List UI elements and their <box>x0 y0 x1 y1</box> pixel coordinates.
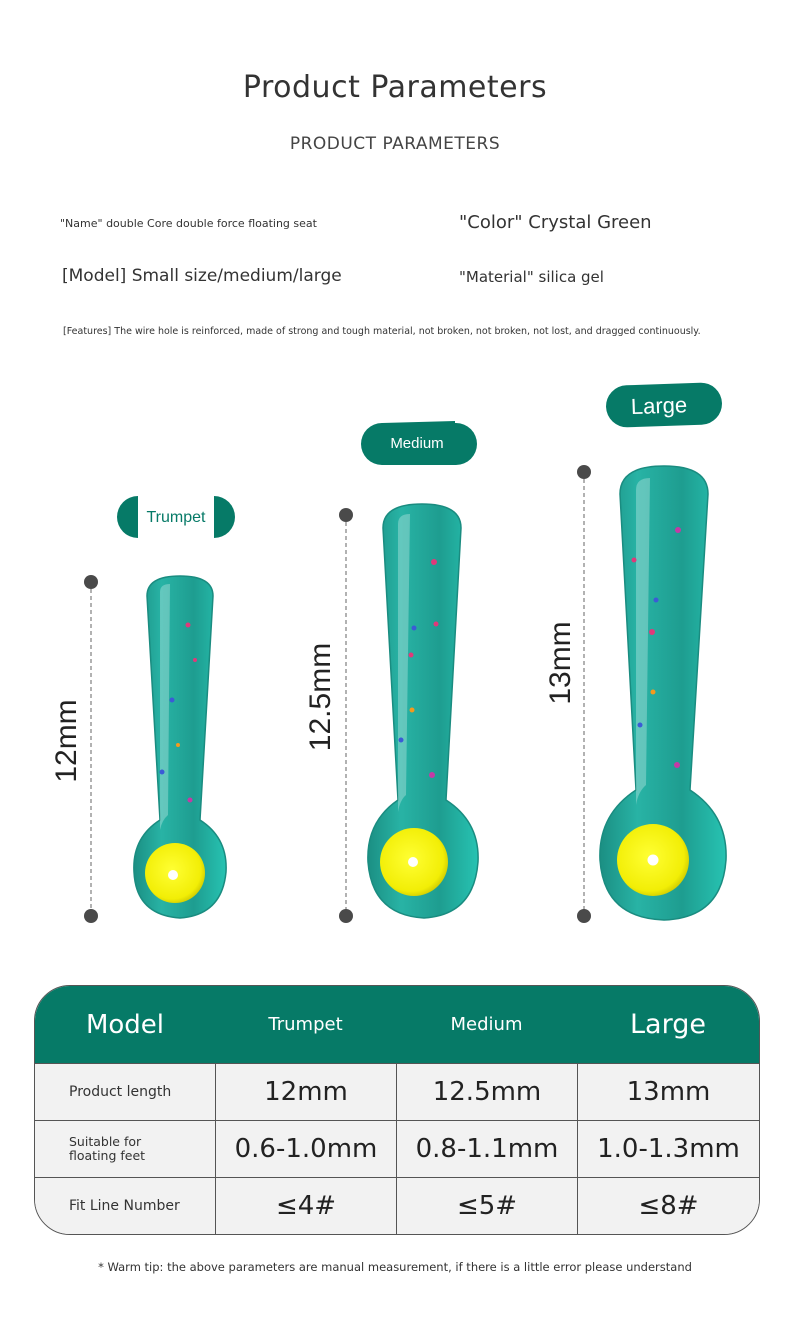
float-seat-trumpet <box>133 575 227 919</box>
table-header-medium: Medium <box>396 986 577 1063</box>
table-cell: 12.5mm <box>396 1063 577 1120</box>
table-cell: 1.0-1.3mm <box>577 1120 759 1177</box>
table-header-large: Large <box>577 986 759 1063</box>
float-seat-medium <box>367 503 479 919</box>
row-label-floating-feet: Suitable for floating feet <box>35 1120 215 1177</box>
row-label-fit-line-number: Fit Line Number <box>35 1177 215 1234</box>
dim-line-medium: 12.5mm <box>304 508 353 923</box>
row-label-line2: floating feet <box>69 1148 146 1163</box>
label-trumpet: Trumpet <box>117 496 235 538</box>
param-material: "Material" silica gel <box>459 268 604 286</box>
table-cell: ≤4# <box>215 1177 396 1234</box>
table-row: Suitable for floating feet 0.6-1.0mm 0.8… <box>35 1120 759 1177</box>
label-trumpet-text: Trumpet <box>147 509 207 526</box>
float-seat-large <box>599 465 727 921</box>
table-cell: 13mm <box>577 1063 759 1120</box>
table-header-model: Model <box>35 986 215 1063</box>
label-large: Large <box>606 382 722 428</box>
param-features: [Features] The wire hole is reinforced, … <box>63 326 701 337</box>
param-model: [Model] Small size/medium/large <box>62 266 342 286</box>
dim-text-large: 13mm <box>544 621 577 704</box>
table-cell: ≤5# <box>396 1177 577 1234</box>
row-label-product-length: Product length <box>35 1063 215 1120</box>
dim-line-trumpet: 12mm <box>50 575 98 923</box>
product-size-graphic: Trumpet Medium Large 12mm 12.5mm 13mm <box>50 382 727 923</box>
table-header-row: Model Trumpet Medium Large <box>35 986 759 1063</box>
dim-text-trumpet: 12mm <box>50 699 83 782</box>
param-name: "Name" double Core double force floating… <box>60 217 317 230</box>
param-color: "Color" Crystal Green <box>459 212 652 233</box>
dim-text-medium: 12.5mm <box>304 643 337 751</box>
label-medium: Medium <box>361 421 477 465</box>
table-row: Fit Line Number ≤4# ≤5# ≤8# <box>35 1177 759 1234</box>
label-large-text: Large <box>630 392 687 419</box>
table-header-trumpet: Trumpet <box>215 986 396 1063</box>
parameters-table: Model Trumpet Medium Large Product lengt… <box>34 985 760 1235</box>
row-label-line1: Suitable for <box>69 1134 142 1149</box>
warm-tip: * Warm tip: the above parameters are man… <box>98 1260 692 1274</box>
dim-line-large: 13mm <box>544 465 591 923</box>
table-row: Product length 12mm 12.5mm 13mm <box>35 1063 759 1120</box>
page-subtitle: PRODUCT PARAMETERS <box>289 134 501 154</box>
page-title: Product Parameters <box>242 70 548 105</box>
label-medium-text: Medium <box>390 435 443 452</box>
table-cell: ≤8# <box>577 1177 759 1234</box>
table-cell: 12mm <box>215 1063 396 1120</box>
table-cell: 0.6-1.0mm <box>215 1120 396 1177</box>
table-cell: 0.8-1.1mm <box>396 1120 577 1177</box>
